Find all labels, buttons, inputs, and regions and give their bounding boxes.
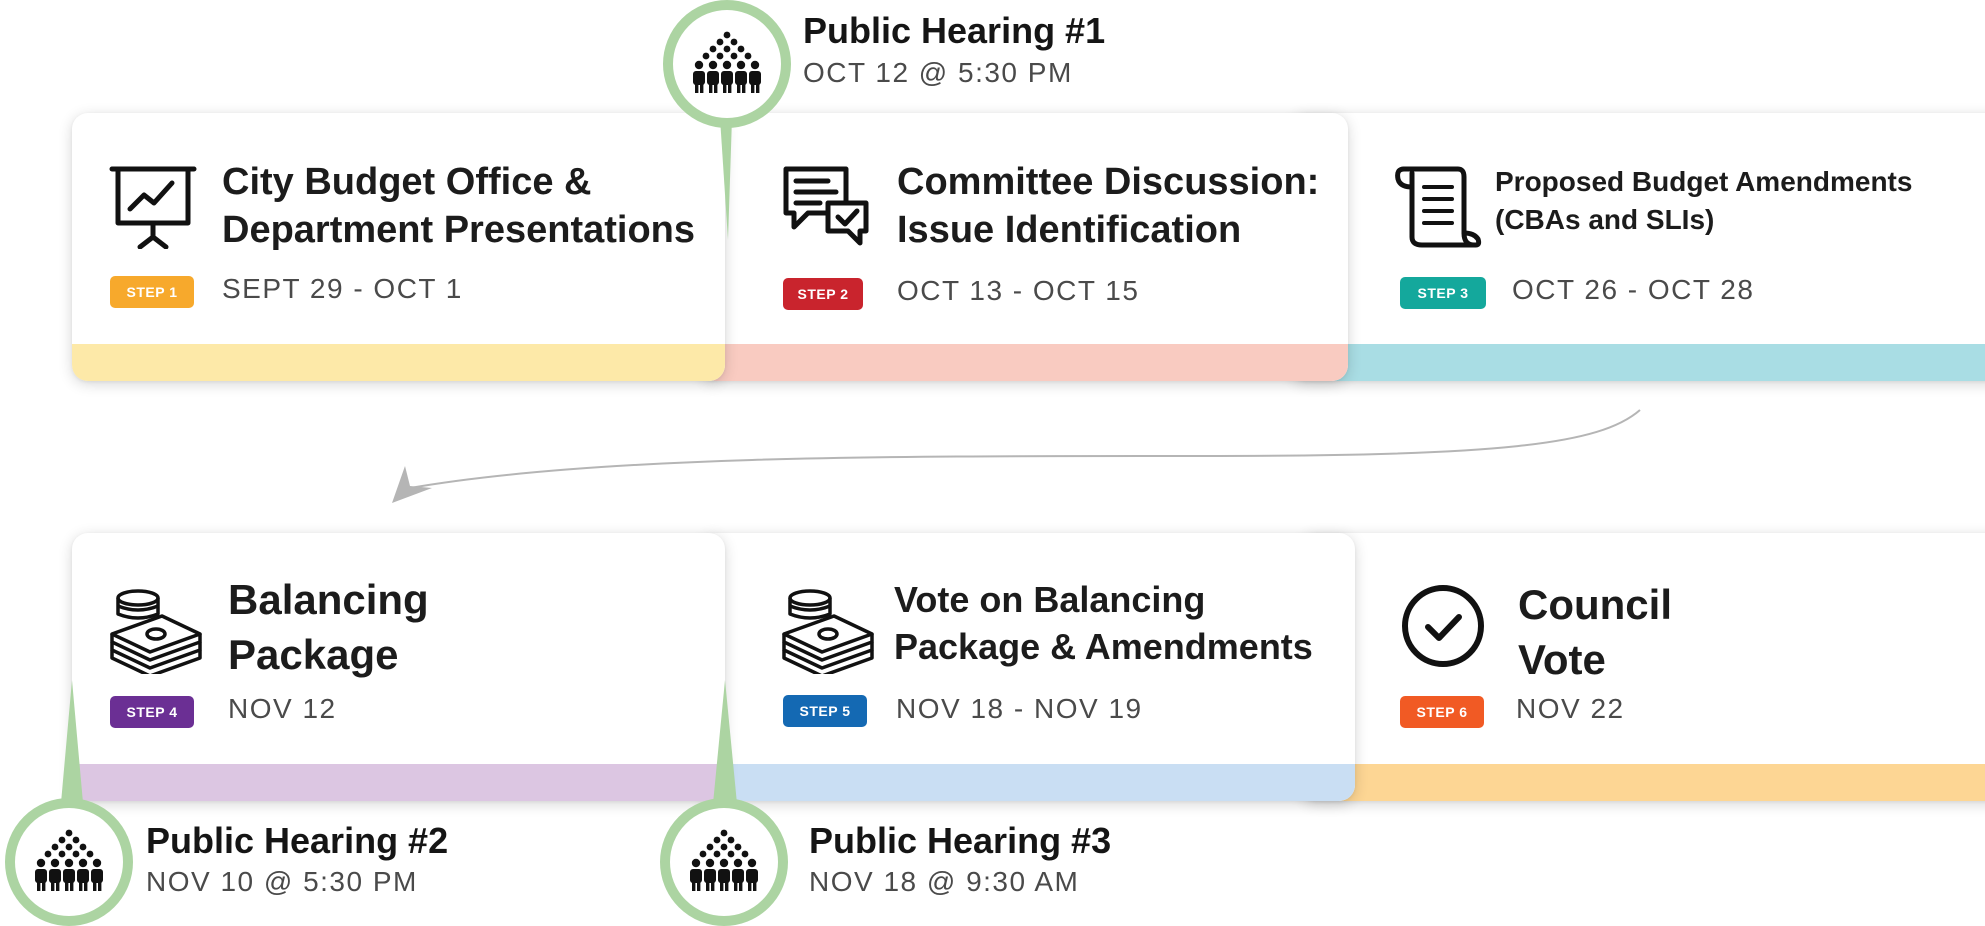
step-3-dates: OCT 26 - OCT 28	[1512, 274, 1755, 305]
step-card-1: City Budget Office & Department Presenta…	[72, 113, 725, 381]
step-6-color-bar	[1300, 764, 1985, 801]
step-1-dates: SEPT 29 - OCT 1	[222, 273, 463, 304]
step-6-dates: NOV 22	[1516, 693, 1625, 724]
step-5-title: Vote on Balancing Package & Amendments	[894, 579, 1313, 667]
money-stack-icon	[780, 588, 876, 679]
hearing-1-title: Public Hearing #1	[803, 10, 1106, 51]
hearing-3-marker	[660, 798, 788, 926]
money-stack-icon	[108, 588, 204, 679]
scroll-document-icon	[1394, 161, 1484, 256]
hearing-3-title: Public Hearing #3	[809, 820, 1112, 861]
step-card-5: Vote on Balancing Package & Amendments S…	[700, 533, 1355, 801]
step-4-badge: STEP 4	[110, 696, 194, 728]
crowd-icon	[686, 827, 762, 898]
step-card-4: Balancing Package STEP 4 NOV 12	[72, 533, 725, 801]
step-3-title: Proposed Budget Amendments (CBAs and SLI…	[1495, 166, 1913, 235]
crowd-icon	[31, 827, 107, 898]
hearing-1-date: OCT 12 @ 5:30 PM	[803, 57, 1073, 88]
step-card-2: Committee Discussion: Issue Identificati…	[700, 113, 1348, 381]
step-3-badge: STEP 3	[1400, 277, 1486, 309]
step-1-color-bar	[72, 344, 725, 381]
step-card-3: Proposed Budget Amendments (CBAs and SLI…	[1290, 113, 1985, 381]
step-6-badge: STEP 6	[1400, 696, 1484, 728]
presentation-board-icon	[108, 163, 198, 254]
step-card-6: Council Vote STEP 6 NOV 22	[1300, 533, 1985, 801]
step-4-color-bar	[72, 764, 725, 801]
step-4-title: Balancing Package	[228, 576, 429, 678]
step-2-dates: OCT 13 - OCT 15	[897, 275, 1140, 306]
hearing-1-marker	[663, 0, 791, 128]
step-5-color-bar	[700, 764, 1355, 801]
arrow-head-icon	[392, 466, 432, 503]
check-circle-icon	[1400, 583, 1486, 674]
step-3-color-bar	[1290, 344, 1985, 381]
step-1-title: City Budget Office & Department Presenta…	[222, 161, 696, 252]
step-4-dates: NOV 12	[228, 693, 337, 724]
step-6-title: Council Vote	[1518, 581, 1672, 683]
hearing-2-date: NOV 10 @ 5:30 PM	[146, 866, 418, 897]
hearing-3-date: NOV 18 @ 9:30 AM	[809, 866, 1080, 897]
hearing-2-marker	[5, 798, 133, 926]
hearing-2-title: Public Hearing #2	[146, 820, 449, 861]
crowd-icon	[689, 29, 765, 100]
step-2-badge: STEP 2	[783, 278, 863, 310]
step-1-badge: STEP 1	[110, 276, 194, 308]
step-2-title: Committee Discussion: Issue Identificati…	[897, 161, 1320, 252]
chat-bubbles-check-icon	[780, 163, 872, 252]
step-5-badge: STEP 5	[783, 695, 867, 727]
step-2-color-bar	[700, 344, 1348, 381]
step-5-dates: NOV 18 - NOV 19	[896, 693, 1143, 724]
